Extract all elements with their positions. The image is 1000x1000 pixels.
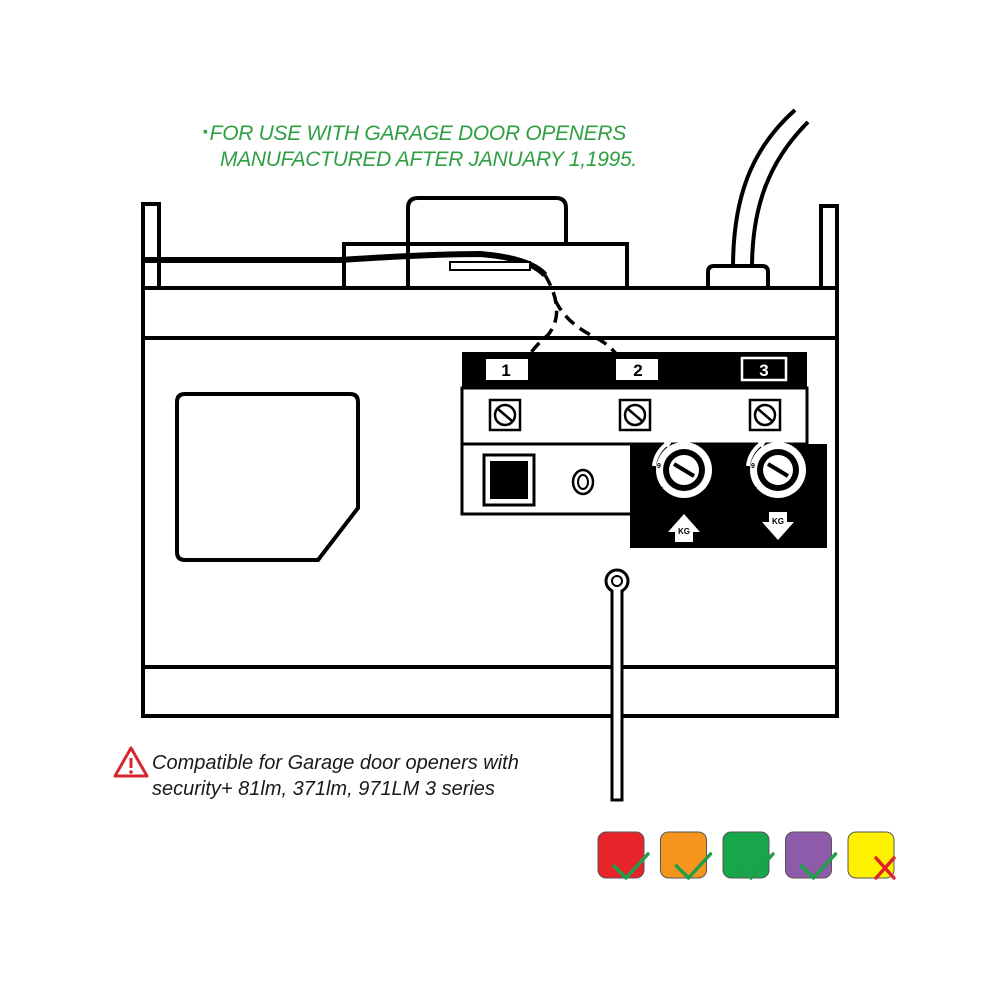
terminal-label-2: 2 [616,359,658,380]
note-line-2: MANUFACTURED AFTER JANUARY 1,1995. [220,148,637,171]
color-swatch-2 [660,831,713,880]
warning-icon [113,746,149,778]
up-dial-number-5: 5 [682,500,686,507]
color-swatches [597,831,896,880]
up-force-dial[interactable]: 9 1 5 3 1 [652,438,718,507]
down-dial-number-5: 5 [776,500,780,507]
compatibility-line-1: Compatible for Garage door openers with [152,752,519,774]
up-arrow-icon: KG [668,514,700,542]
color-swatch-5 [847,831,896,880]
cross-icon [874,856,896,880]
check-icon [737,852,775,880]
terminal-label-1-text: 1 [501,361,510,380]
color-swatch-3 [722,831,775,880]
check-icon [799,852,838,880]
compatibility-text: Compatible for Garage door openers with … [152,750,519,802]
terminal-label-3-text: 3 [759,361,768,380]
down-dial-number-1b: 1 [808,465,812,472]
cord-strain-relief [706,264,770,288]
terminal-screw-2 [618,398,652,432]
check-icon [612,852,650,880]
up-dial-number-9: 9 [657,463,661,470]
down-arrow-icon: KG [762,512,794,540]
power-cord [731,108,810,269]
light-lens [175,392,360,562]
terminal-screw-1 [488,398,522,432]
terminal-screw-3 [748,398,782,432]
up-dial-number-3: 3 [705,489,709,496]
terminal-label-2-text: 2 [633,361,642,380]
svg-text:KG: KG [772,517,784,526]
note-bullet: ▪ [203,123,208,139]
svg-text:KG: KG [678,527,690,536]
up-dial-number-1b: 1 [714,465,718,472]
antenna [604,568,630,802]
terminal-label-1: 1 [486,359,528,380]
down-force-dial[interactable]: 9 1 5 3 1 [746,438,812,507]
down-dial-number-1a: 1 [754,487,758,494]
terminal-label-3: 3 [740,356,788,382]
up-dial-number-1a: 1 [660,487,664,494]
down-dial-number-9: 9 [751,463,755,470]
opener-body [141,202,839,718]
note-line-1: FOR USE WITH GARAGE DOOR OPENERS [209,122,627,145]
indicator-led [571,468,595,496]
learn-button[interactable] [482,453,536,507]
top-housing-step [342,242,629,288]
check-icon [674,852,713,880]
compatibility-line-2: security+ 81lm, 371lm, 971LM 3 series [152,778,495,800]
compatibility-note: ▪FOR USE WITH GARAGE DOOR OPENERS MANUFA… [203,118,637,173]
down-dial-number-3: 3 [799,489,803,496]
color-swatch-4 [785,831,838,880]
color-swatch-1 [597,831,650,880]
